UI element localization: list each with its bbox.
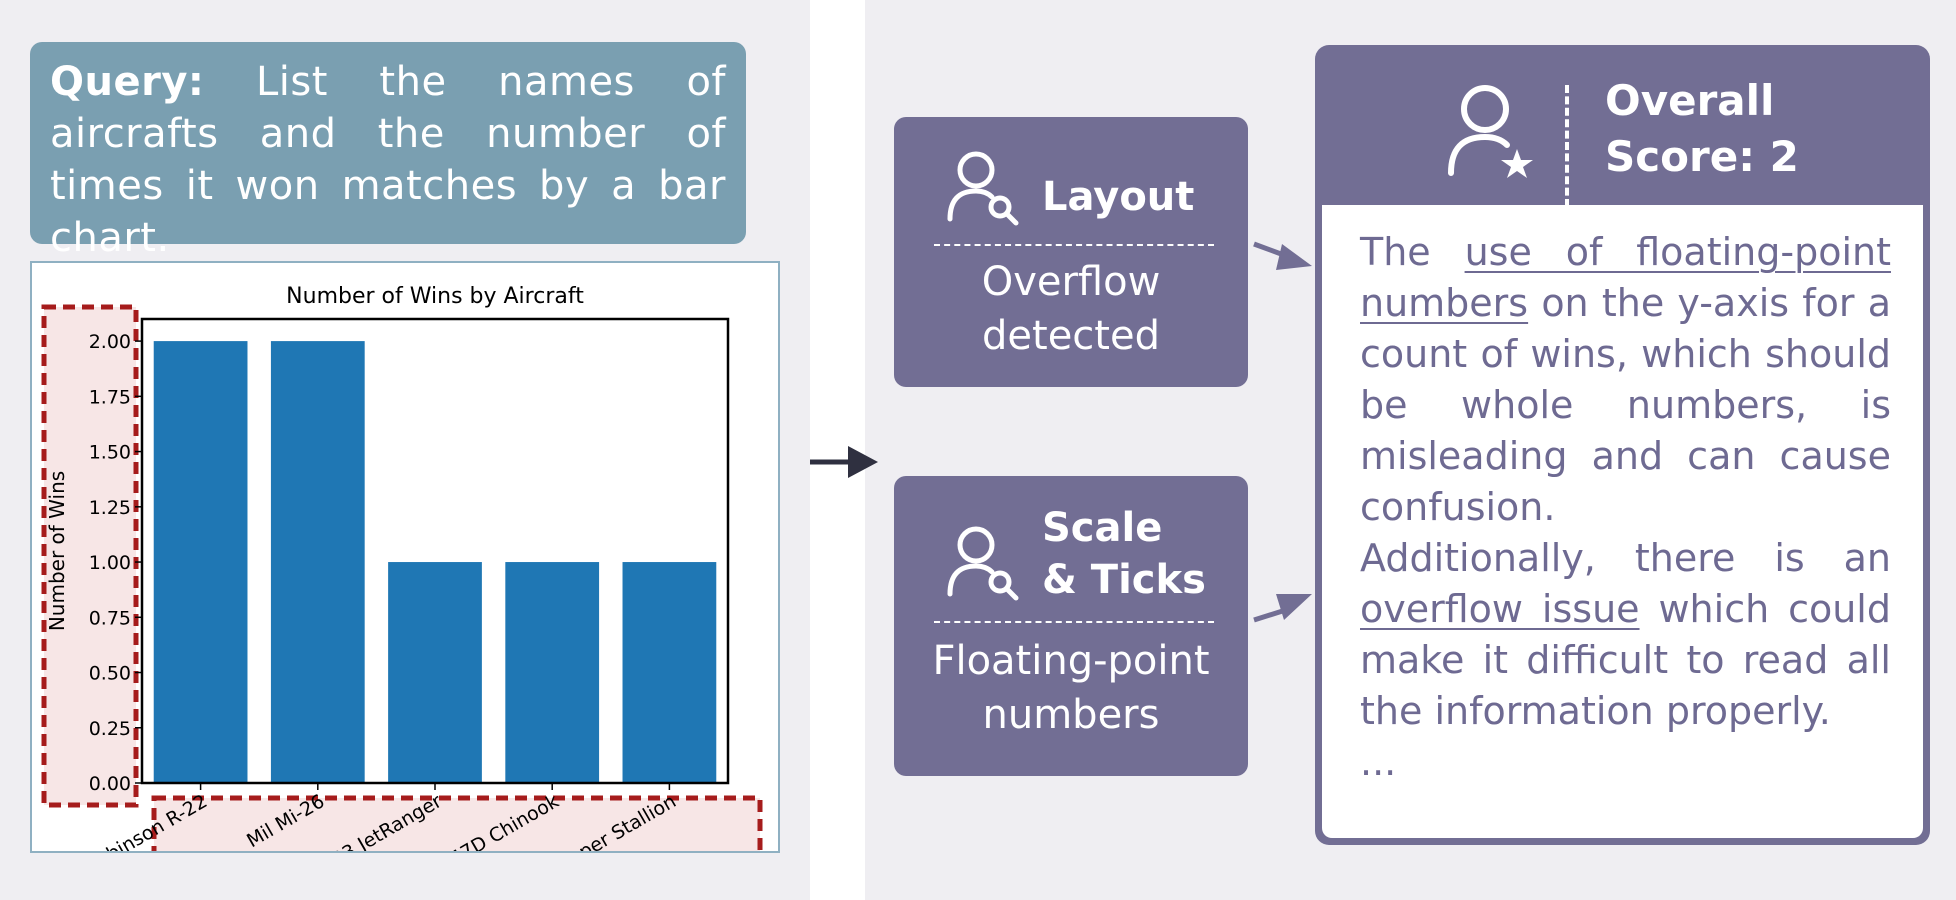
overall-title: Overall Score: 2 (1605, 73, 1799, 185)
chart-title: Number of Wins by Aircraft (286, 284, 584, 309)
bar-2 (388, 562, 482, 783)
explanation-highlight-floating-point: use of floating-point numbers (1360, 230, 1891, 325)
layout-result: Overflow detected (894, 255, 1248, 363)
user-search-icon (947, 526, 1019, 601)
layout-result-line-2: detected (982, 313, 1160, 359)
user-star-icon (1448, 85, 1533, 178)
layout-result-line-1: Overflow (981, 259, 1161, 305)
explanation-ellipsis: ... (1360, 740, 1397, 784)
y-tick-label-6: 1.50 (89, 442, 131, 464)
query-label: Query: (50, 59, 205, 105)
scale-result-line-1: Floating-point (932, 638, 1210, 684)
explanation-paragraph-1: The use of floating-point numbers on the… (1360, 227, 1891, 533)
layout-separator (934, 244, 1214, 246)
arrow-layout-to-overall-icon (1253, 241, 1312, 270)
explanation-paragraph-2: Additionally, there is an overflow issue… (1360, 533, 1891, 737)
y-tick-label-1: 0.25 (89, 718, 131, 740)
y-tick-label-4: 1.00 (89, 552, 131, 574)
x-axis-highlight-box (151, 795, 763, 851)
y-axis-label: Number of Wins (45, 471, 69, 631)
right-arrow-icon (810, 446, 878, 478)
query-box: Query: List the names of aircrafts and t… (30, 42, 746, 261)
bar-1 (270, 341, 365, 783)
overall-title-line-1: Overall (1605, 76, 1775, 125)
scale-title-line-2: & Ticks (1042, 557, 1206, 603)
bar-3 (505, 562, 600, 783)
user-search-icon (947, 151, 1019, 226)
scale-separator (934, 621, 1214, 623)
plot-area-frame (140, 317, 730, 785)
bar-4 (622, 562, 717, 783)
scale-result: Floating-point numbers (894, 634, 1248, 742)
explanation-text: Additionally, there is an (1360, 536, 1891, 580)
scale-ticks-card: Scale & Ticks Floating-point numbers (894, 476, 1248, 776)
y-tick-label-0: 0.00 (89, 773, 131, 795)
scale-title-line-1: Scale (1042, 505, 1163, 551)
y-tick-label-7: 1.75 (89, 386, 131, 408)
y-tick-label-8: 2.00 (89, 331, 131, 353)
overall-score: Score: 2 (1605, 132, 1799, 181)
overall-separator (1565, 85, 1569, 207)
arrow-scale-to-overall-icon (1253, 594, 1312, 623)
y-axis-highlight-box (41, 304, 139, 808)
explanation-text: on the y-axis for a count of wins, which… (1360, 281, 1891, 529)
scale-result-line-2: numbers (982, 692, 1160, 738)
bar-0 (153, 341, 248, 783)
query-text: List the names of aircrafts and the numb… (50, 59, 726, 261)
overall-explanation: The use of floating-point numbers on the… (1322, 205, 1923, 838)
overall-score-card: Overall Score: 2 The use of floating-poi… (1315, 45, 1930, 845)
scale-title: Scale & Ticks (1042, 502, 1206, 606)
layout-card: Layout Overflow detected (894, 117, 1248, 387)
y-tick-label-5: 1.25 (89, 497, 131, 519)
explanation-text: which could make it difficult to read al… (1360, 587, 1891, 733)
explanation-highlight-overflow: overflow issue (1360, 587, 1640, 631)
y-tick-label-2: 0.50 (89, 663, 131, 685)
y-tick-label-3: 0.75 (89, 607, 131, 629)
layout-title: Layout (1042, 174, 1195, 220)
explanation-text: The (1360, 230, 1431, 274)
